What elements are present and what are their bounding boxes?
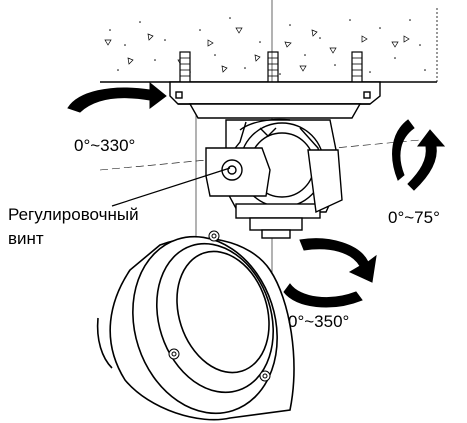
- pan-range-label: 0°~330°: [74, 136, 136, 155]
- tilt-arrow-icon: [392, 119, 446, 191]
- screw-leader-line: [111, 167, 231, 207]
- tilt-range-label: 0°~75°: [388, 208, 440, 227]
- side-bracket: [205, 147, 343, 214]
- screw-label-line2: винт: [8, 229, 44, 248]
- camera-base: [169, 81, 381, 119]
- rotate-arrow-icon: [283, 238, 377, 308]
- rotate-range-label: 0°~350°: [288, 312, 350, 331]
- pan-arrow-icon: [67, 81, 167, 113]
- dome-cover: [96, 230, 295, 421]
- screw-label-line1: Регулировочный: [8, 205, 139, 224]
